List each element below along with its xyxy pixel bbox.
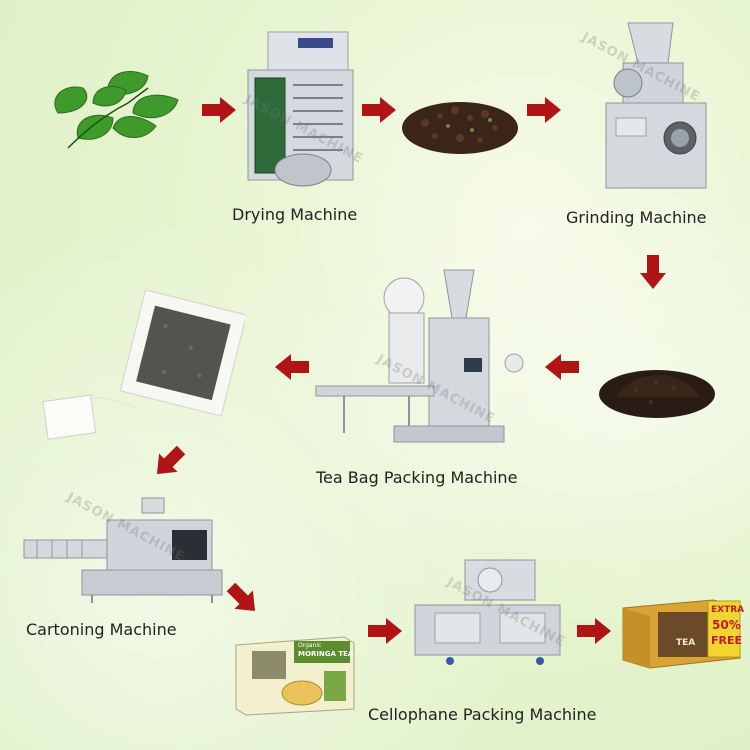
box-tea-text: TEA: [676, 638, 695, 648]
final-tea-box-image: EXTRA 50% FREE TEA: [618, 598, 743, 670]
arrow-right-icon: [368, 618, 402, 644]
cellophane-packing-machine-image: [410, 555, 565, 670]
arrow-down-left-icon: [150, 443, 188, 481]
fresh-tea-leaves-image: [38, 58, 188, 158]
arrow-left-icon: [275, 354, 309, 380]
box-percent-text: 50%: [712, 618, 741, 632]
box-extra-text: EXTRA: [711, 605, 744, 615]
moringa-brand-line: Organic: [298, 642, 321, 649]
dried-tea-image: [400, 88, 520, 158]
cartoning-machine-label: Cartoning Machine: [26, 620, 177, 639]
ground-tea-image: [596, 352, 718, 422]
box-free-text: FREE: [711, 634, 742, 647]
drying-machine-label: Drying Machine: [232, 205, 357, 224]
arrow-right-icon: [202, 97, 236, 123]
arrow-down-right-icon: [224, 580, 262, 618]
arrow-right-icon: [527, 97, 561, 123]
grinding-machine-image: [598, 18, 718, 193]
cartoning-machine-image: [22, 495, 227, 605]
moringa-tea-box-image: Organic MORINGA TEA: [232, 635, 357, 717]
tea-bag-image: [20, 290, 245, 440]
tea-bag-packing-machine-label: Tea Bag Packing Machine: [316, 468, 517, 487]
arrow-right-icon: [362, 97, 396, 123]
grinding-machine-label: Grinding Machine: [566, 208, 707, 227]
arrow-right-icon: [577, 618, 611, 644]
moringa-product-name: MORINGA TEA: [298, 650, 353, 658]
arrow-down-icon: [640, 255, 666, 289]
cellophane-packing-machine-label: Cellophane Packing Machine: [368, 705, 596, 724]
arrow-left-icon: [545, 354, 579, 380]
